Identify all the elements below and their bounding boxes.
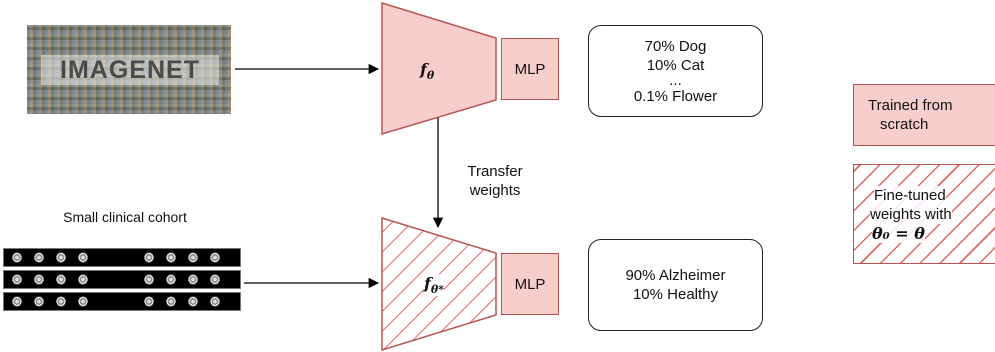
brain-strip-1 <box>3 248 241 267</box>
output-top-line-4: 0.1% Flower <box>633 87 718 105</box>
output-top-line-3: ... <box>669 71 682 89</box>
encoder-top <box>381 1 497 136</box>
output-bottom-line-2: 10% Healthy <box>632 286 719 303</box>
encoder-top-label: fθ <box>420 60 435 83</box>
cohort-title: Small clinical cohort <box>63 209 187 225</box>
output-top-line-1: 70% Dog <box>644 37 707 55</box>
transfer-weights-label: Transfer weights <box>467 163 523 199</box>
imagenet-logo: IMAGENET <box>41 55 219 85</box>
imagenet-image: IMAGENET <box>27 25 231 114</box>
output-top-line-2: 10% Cat <box>646 56 705 74</box>
legend-trained-from-scratch: Trained from scratch <box>853 84 995 146</box>
output-bottom-line-1: 90% Alzheimer <box>625 267 726 284</box>
brain-strip-2 <box>3 270 241 289</box>
brain-strip-3 <box>3 292 241 311</box>
mlp-top: MLP <box>501 38 559 100</box>
mlp-bottom: MLP <box>501 253 559 315</box>
output-top: 70% Dog 10% Cat ... 0.1% Flower <box>588 25 763 117</box>
encoder-bottom-label: fθ* <box>424 274 444 297</box>
legend-fine-tuned: Fine-tuned weights with θ₀ = θ <box>853 164 995 264</box>
output-bottom: 90% Alzheimer 10% Healthy <box>588 239 763 331</box>
